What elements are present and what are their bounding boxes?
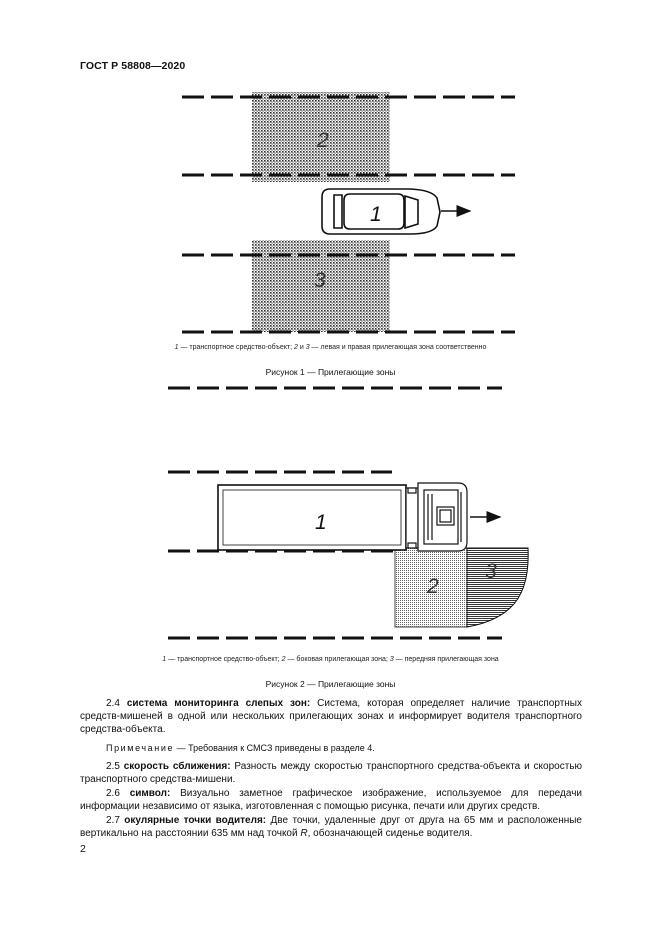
document-header: ГОСТ Р 58808—2020: [80, 60, 186, 72]
figure-1-legend: 1 — транспортное средство-объект; 2 и 3 …: [0, 344, 661, 351]
note-label: Примечание: [106, 743, 175, 753]
definition-2-6: 2.6 символ: Визуально заметное графическ…: [80, 787, 582, 813]
figure-1-drawing: 2 1 3: [182, 92, 515, 334]
definition-term: система мониторинга слепых зон:: [126, 698, 311, 709]
point-r-symbol: R: [300, 828, 308, 840]
definition-2-7: 2.7 окулярные точки водителя: Две точки,…: [80, 814, 582, 840]
legend-item-1-text: — транспортное средство-объект;: [166, 656, 282, 663]
note-text: — Требования к СМСЗ приведены в разделе …: [174, 743, 375, 753]
definition-number: 2.7: [106, 815, 125, 826]
vehicle-1-label: 1: [370, 203, 382, 226]
figure-2-caption: Рисунок 2 — Прилегающие зоны: [265, 679, 396, 689]
zone-3-label: 3: [485, 560, 497, 583]
definition-text: Система, которая определяет наличие тран…: [80, 698, 582, 736]
definition-term: окулярные точки водителя:: [124, 815, 267, 826]
legend-item-2-text: и: [297, 344, 306, 351]
legend-item-1-text: — транспортное средство-объект;: [178, 344, 294, 351]
definition-number: 2.5: [106, 761, 124, 772]
figure-1: 2 1 3: [0, 88, 661, 343]
definition-text: Визуально заметное графическое изображен…: [80, 788, 582, 813]
legend-item-3-text: — левая и правая прилегающая зона соотве…: [309, 344, 487, 351]
left-adjacent-zone: [252, 92, 390, 182]
figure-1-caption: Рисунок 1 — Прилегающие зоны: [265, 367, 396, 377]
zone-3-label: 3: [314, 269, 326, 292]
legend-item-3-text: — передняя прилегающая зона: [393, 656, 499, 663]
definition-text-end: , обозначающей сиденье водителя.: [307, 828, 473, 840]
figure-2: 1 2 3: [0, 380, 661, 655]
definition-term: скорость сближения:: [123, 761, 231, 772]
vehicle-1-label: 1: [315, 511, 327, 534]
front-adjacent-zone: [466, 547, 529, 628]
legend-item-2-number: 2: [293, 344, 298, 351]
figure-2-legend: 1 — транспортное средство-объект; 2 — бо…: [0, 656, 661, 663]
note: Примечание — Требования к СМСЗ приведены…: [80, 742, 582, 755]
definition-number: 2.6: [106, 788, 130, 799]
zone-2-label: 2: [316, 129, 329, 152]
truck-trailer: [217, 484, 407, 551]
page-number: 2: [80, 843, 86, 855]
figure-2-drawing: 1 2 3: [168, 386, 529, 640]
legend-item-2-text: — боковая прилегающая зона;: [285, 656, 390, 663]
zone-2-label: 2: [426, 575, 439, 598]
legend-item-1-number: 1: [162, 656, 167, 663]
legend-item-1-number: 1: [174, 344, 179, 351]
definition-2-4: 2.4 система мониторинга слепых зон: Сист…: [80, 697, 582, 737]
legend-item-2-number: 2: [281, 656, 286, 663]
lane-markings: [182, 95, 515, 334]
definition-text: Разность между скоростью транспортного с…: [80, 761, 582, 786]
definition-term: символ:: [129, 788, 171, 799]
legend-item-3-number: 3: [305, 344, 310, 351]
car-icon: [321, 188, 441, 235]
definition-number: 2.4: [106, 698, 127, 709]
definition-text: Две точки, удаленные друг от друга на 65…: [80, 815, 582, 840]
definition-2-5: 2.5 скорость сближения: Разность между с…: [80, 760, 582, 786]
truck-cab-icon: [405, 482, 468, 552]
legend-item-3-number: 3: [389, 656, 394, 663]
